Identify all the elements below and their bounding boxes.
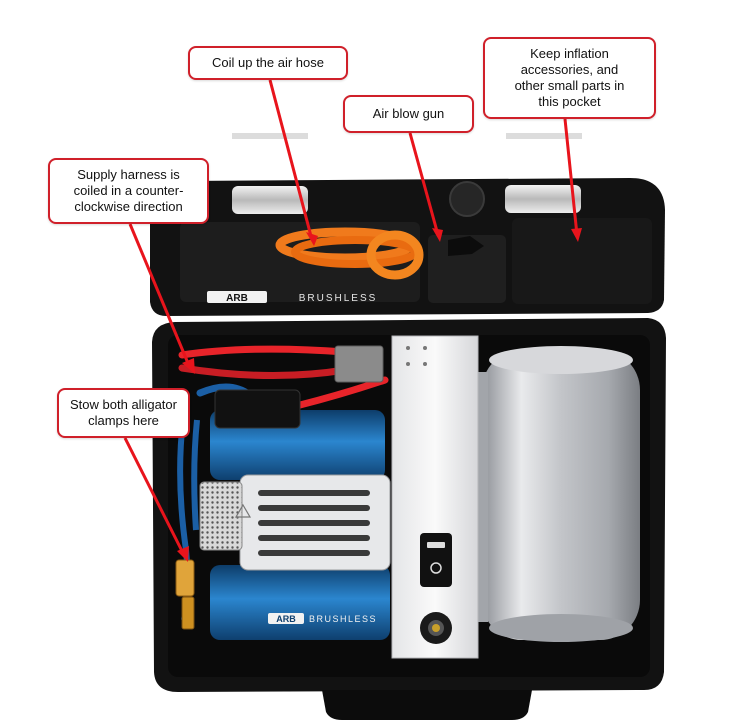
clamp-left xyxy=(175,559,195,597)
control-plate xyxy=(391,335,479,659)
lid-handle-left[interactable] xyxy=(232,186,308,214)
case-lid: ARB BRUSHLESS xyxy=(150,133,665,316)
air-tank xyxy=(478,346,640,642)
harness-connector xyxy=(214,389,301,429)
anderson-plug xyxy=(334,345,384,383)
callout-arrows xyxy=(123,79,582,562)
motor-logo: ARB xyxy=(276,614,296,624)
supply-harness xyxy=(178,345,389,429)
lid-knob xyxy=(449,181,485,217)
battery-icon xyxy=(427,542,445,548)
lid-brushless-label: BRUSHLESS xyxy=(299,293,378,304)
warning-icon xyxy=(234,503,252,518)
callout-accessory-pocket: Keep inflation accessories, and other sm… xyxy=(483,37,656,119)
callout-blow-gun: Air blow gun xyxy=(343,95,474,133)
callout-air-hose: Coil up the air hose xyxy=(188,46,348,80)
alligator-clamps xyxy=(175,419,200,630)
light-icon xyxy=(430,562,442,574)
callout-supply-harness: Supply harness is coiled in a counter- c… xyxy=(48,158,209,224)
coiled-air-hose xyxy=(275,227,424,280)
motor-brushless-label: BRUSHLESS xyxy=(309,614,377,624)
air-blow-gun xyxy=(448,236,484,256)
blow-gun-compartment xyxy=(428,235,506,303)
accessory-pocket[interactable] xyxy=(512,218,652,304)
fan-grille xyxy=(199,481,243,551)
compressor-motor: ARB BRUSHLESS xyxy=(199,410,391,640)
power-switch[interactable] xyxy=(420,533,452,587)
lid-handle-right[interactable] xyxy=(505,185,581,213)
lid-logo: ARB xyxy=(226,293,248,304)
clamp-right xyxy=(181,596,195,630)
callout-alligator-clamps: Stow both alligator clamps here xyxy=(57,388,190,438)
handle-reflection xyxy=(232,133,308,139)
case-bottom-handle[interactable] xyxy=(322,690,532,720)
handle-reflection xyxy=(506,133,582,139)
